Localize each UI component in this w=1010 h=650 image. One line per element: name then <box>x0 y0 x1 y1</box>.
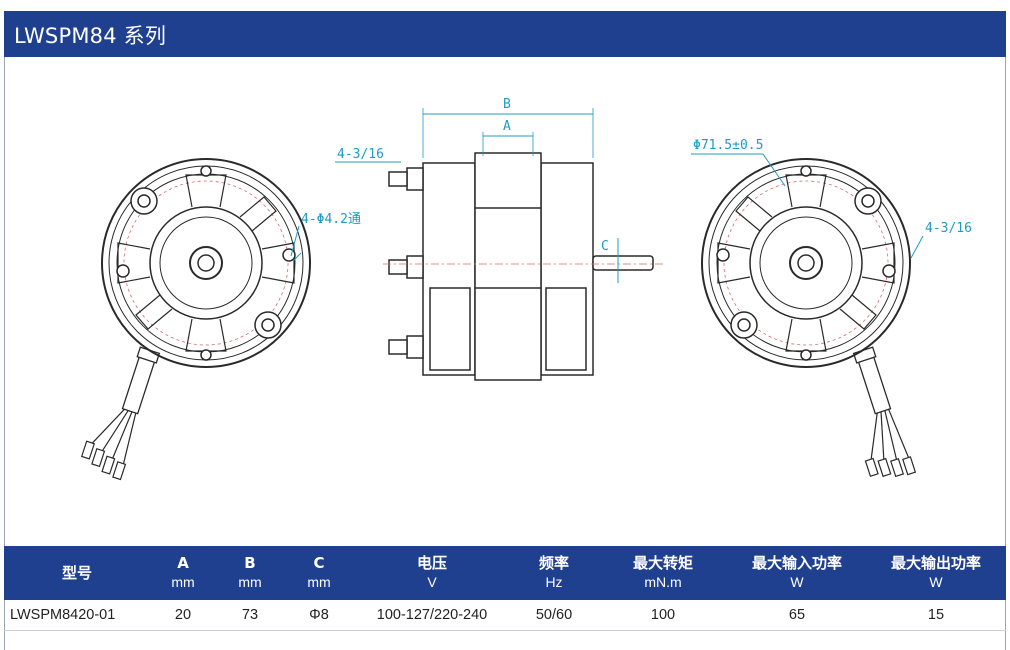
page-title: LWSPM84 系列 <box>14 24 167 48</box>
table-cell: Φ8 <box>284 600 354 631</box>
right-motor-view <box>701 158 916 487</box>
table-cell: 15 <box>866 600 1006 631</box>
dimension-b-label: B <box>503 97 511 112</box>
table-cell: LWSPM8420-01 <box>4 600 150 631</box>
diameter-label: Φ71.5±0.5 <box>693 138 763 153</box>
left-thread-label: 4-3/16 <box>337 147 384 162</box>
left-hole-label: 4-Φ4.2通 <box>301 212 361 227</box>
dimension-c-label: C <box>601 239 609 254</box>
left-motor-view <box>77 158 311 481</box>
right-thread-label: 4-3/16 <box>925 221 972 236</box>
dimension-a-label: A <box>503 119 511 134</box>
table-cell: 20 <box>150 600 216 631</box>
technical-drawing: 4-3/16 4-Φ4.2通 B A C Φ71.5±0.5 4-3/16 <box>77 97 972 487</box>
table-cell: 100-127/220-240 <box>354 600 510 631</box>
table-cell: 73 <box>216 600 284 631</box>
table-cell: 100 <box>598 600 728 631</box>
side-view <box>388 152 654 381</box>
column-header: 型号 <box>4 546 150 600</box>
table-cell: 50/60 <box>510 600 598 631</box>
title-bar: LWSPM84 系列 <box>4 11 1006 57</box>
table-cell: 65 <box>728 600 866 631</box>
table-row: LWSPM8420-01 20 73 Φ8 100-127/220-240 50… <box>4 600 1006 631</box>
